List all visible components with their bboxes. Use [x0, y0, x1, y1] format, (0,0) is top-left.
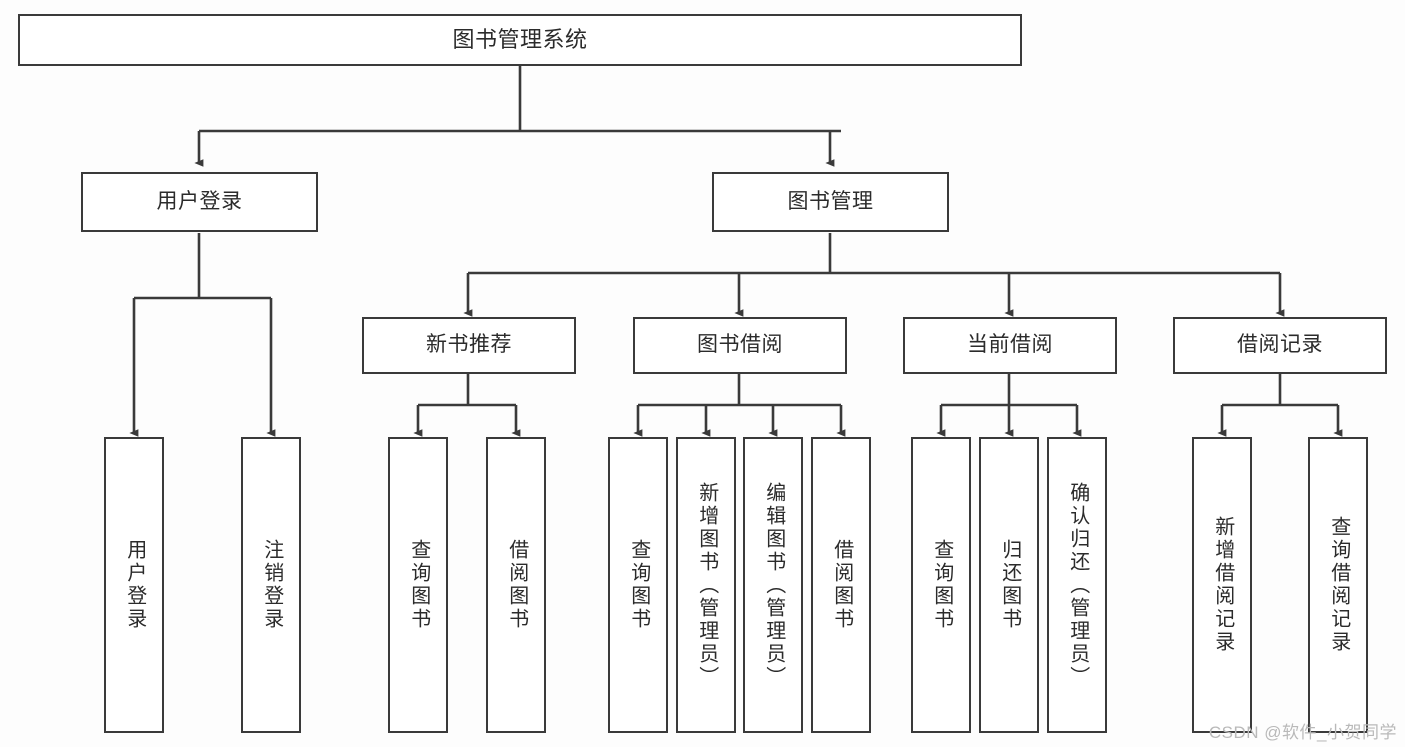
node-current-borrow[interactable]: 当前借阅	[903, 317, 1117, 374]
node-label: 查询图书	[930, 539, 953, 631]
node-label: 查询图书	[627, 539, 650, 631]
node-label: 借阅图书	[830, 539, 853, 631]
node-leaf-query-borrow-record[interactable]: 查询借阅记录	[1308, 437, 1368, 733]
connectors-new-book	[413, 374, 521, 437]
node-leaf-edit-book-admin[interactable]: 编辑图书（管理员）	[743, 437, 803, 733]
node-label: 新书推荐	[426, 333, 512, 357]
node-label: 用户登录	[123, 539, 146, 631]
connectors-borrow-record	[1217, 374, 1343, 437]
node-leaf-query-book-3[interactable]: 查询图书	[911, 437, 971, 733]
node-label: 注销登录	[260, 539, 283, 631]
node-leaf-logout[interactable]: 注销登录	[241, 437, 301, 733]
node-leaf-add-borrow-record[interactable]: 新增借阅记录	[1192, 437, 1252, 733]
node-label: 图书管理系统	[452, 27, 588, 53]
node-label: 查询借阅记录	[1327, 516, 1350, 654]
node-root-system[interactable]: 图书管理系统	[18, 14, 1022, 66]
node-label: 查询图书	[407, 539, 430, 631]
node-label: 归还图书	[998, 539, 1021, 631]
node-label: 借阅记录	[1237, 333, 1323, 357]
connectors-root	[194, 66, 841, 167]
connectors-book-mgmt	[463, 233, 1285, 317]
node-leaf-return-book[interactable]: 归还图书	[979, 437, 1039, 733]
node-leaf-confirm-return-admin[interactable]: 确认归还（管理员）	[1047, 437, 1107, 733]
node-label: 新增借阅记录	[1211, 516, 1234, 654]
node-borrow-record[interactable]: 借阅记录	[1173, 317, 1387, 374]
node-leaf-query-book-1[interactable]: 查询图书	[388, 437, 448, 733]
node-label: 借阅图书	[505, 539, 528, 631]
node-label: 图书管理	[787, 189, 874, 213]
node-label: 用户登录	[156, 189, 243, 213]
connectors-user-login	[129, 233, 276, 437]
node-leaf-borrow-book-1[interactable]: 借阅图书	[486, 437, 546, 733]
node-label: 新增图书（管理员）	[695, 481, 718, 689]
node-label: 编辑图书（管理员）	[762, 481, 785, 689]
node-book-borrow[interactable]: 图书借阅	[633, 317, 847, 374]
node-leaf-user-login[interactable]: 用户登录	[104, 437, 164, 733]
node-new-book-recommend[interactable]: 新书推荐	[362, 317, 576, 374]
connectors-book-borrow	[633, 374, 846, 437]
node-leaf-add-book-admin[interactable]: 新增图书（管理员）	[676, 437, 736, 733]
node-label: 确认归还（管理员）	[1066, 481, 1089, 689]
node-user-login[interactable]: 用户登录	[81, 172, 318, 232]
connectors-current-borrow	[936, 374, 1082, 437]
node-book-management[interactable]: 图书管理	[712, 172, 949, 232]
node-label: 图书借阅	[697, 333, 783, 357]
node-label: 当前借阅	[967, 333, 1053, 357]
watermark-text: CSDN @软件_小贺同学	[1208, 723, 1397, 742]
node-leaf-query-book-2[interactable]: 查询图书	[608, 437, 668, 733]
node-leaf-borrow-book-2[interactable]: 借阅图书	[811, 437, 871, 733]
